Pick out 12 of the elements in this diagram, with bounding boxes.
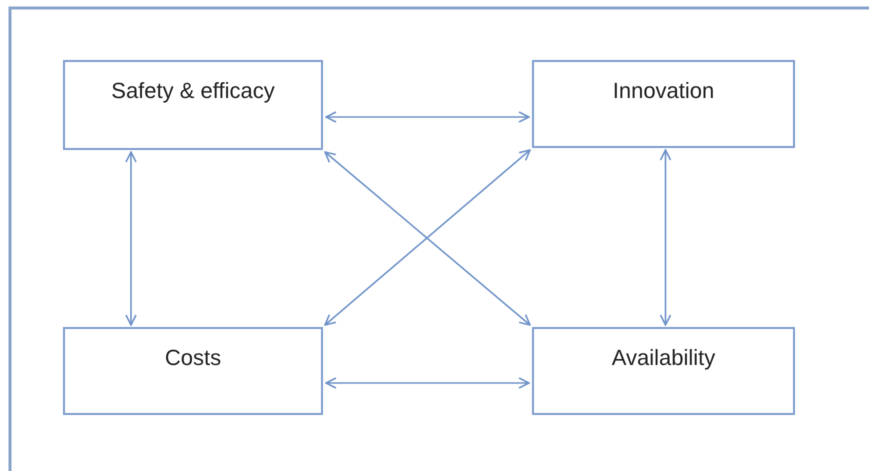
node-label: Safety & efficacy bbox=[111, 78, 275, 104]
node-label: Innovation bbox=[612, 78, 714, 104]
double-arrow bbox=[125, 151, 137, 326]
double-arrow bbox=[325, 377, 530, 389]
process-box bbox=[532, 327, 795, 415]
process-box bbox=[63, 327, 323, 415]
process-box bbox=[532, 60, 795, 148]
process-box bbox=[63, 60, 323, 150]
double-arrow bbox=[660, 149, 672, 326]
node-label: Availability bbox=[612, 345, 716, 371]
double-arrow bbox=[325, 111, 530, 123]
node-label: Costs bbox=[164, 345, 222, 371]
